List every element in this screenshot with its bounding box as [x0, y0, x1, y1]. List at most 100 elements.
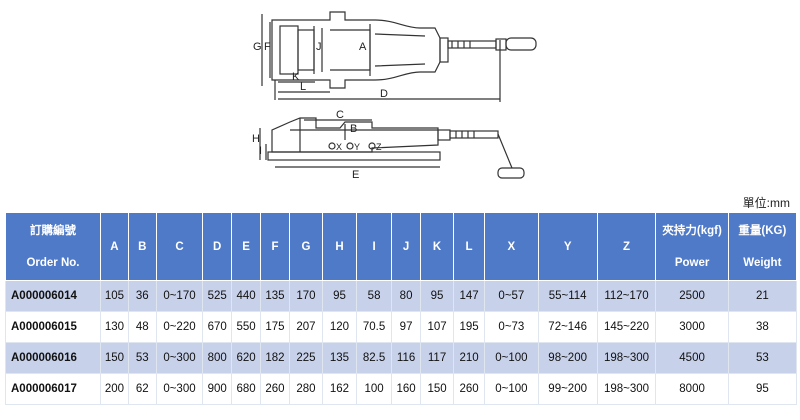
table-cell: 116: [391, 342, 422, 374]
table-cell: 680: [231, 373, 262, 405]
table-cell: 207: [288, 311, 323, 343]
table-cell: 260: [453, 373, 486, 405]
table-cell: 100: [356, 373, 393, 405]
header-dim-z: Z: [596, 212, 657, 281]
dim-label-i: I: [259, 145, 262, 157]
table-cell: 0~100: [484, 373, 539, 405]
table-cell: 95: [420, 280, 455, 312]
header-order-en: Order No.: [26, 256, 80, 269]
header-weight: 重量(KG) Weight: [727, 212, 798, 281]
header-power-zh: 夾持力(kgf): [662, 224, 722, 237]
dim-label-b: B: [350, 123, 357, 135]
table-cell: 198~300: [596, 373, 657, 405]
table-cell: 62: [127, 373, 157, 405]
dim-label-h: H: [252, 133, 260, 145]
header-power: 夾持力(kgf) Power: [655, 212, 729, 281]
header-dim-x: X: [484, 212, 539, 281]
table-cell: 3000: [655, 311, 729, 343]
dim-label-d: D: [380, 88, 388, 100]
dim-label-e: E: [352, 169, 359, 181]
table-cell: 170: [288, 280, 323, 312]
header-dim-j: J: [391, 212, 422, 281]
table-row: A000006016 150 53 0~300 800 620 182 225 …: [5, 342, 798, 374]
header-order-no: 訂購編號 Order No.: [5, 212, 101, 281]
header-dim-k: K: [420, 212, 455, 281]
table-cell: 550: [231, 311, 262, 343]
table-cell: 135: [260, 280, 290, 312]
table-cell: 72~146: [537, 311, 598, 343]
table-cell: 70.5: [356, 311, 393, 343]
header-dim-l: L: [453, 212, 486, 281]
dim-label-y: Y: [354, 142, 360, 152]
table-cell: 145~220: [596, 311, 657, 343]
table-cell: 135: [321, 342, 358, 374]
dim-label-a: A: [359, 41, 367, 53]
table-cell: 120: [321, 311, 358, 343]
table-cell: 182: [260, 342, 290, 374]
table-cell: 0~73: [484, 311, 539, 343]
table-cell: 112~170: [596, 280, 657, 312]
table-cell: 175: [260, 311, 290, 343]
table-cell: 150: [100, 342, 129, 374]
dim-label-f: F: [264, 41, 271, 53]
table-cell: 58: [356, 280, 393, 312]
table-cell: 117: [420, 342, 455, 374]
table-cell: 82.5: [356, 342, 393, 374]
table-row: A000006014 105 36 0~170 525 440 135 170 …: [5, 280, 798, 312]
table-cell: 80: [391, 280, 422, 312]
table-cell: 620: [231, 342, 262, 374]
vise-technical-drawing: G F J A K L D C B H I X Y Z E: [252, 11, 537, 181]
dim-label-l: L: [300, 81, 306, 93]
table-cell: 95: [321, 280, 358, 312]
table-cell: 0~300: [155, 342, 204, 374]
table-cell: 0~100: [484, 342, 539, 374]
table-cell: 95: [727, 373, 798, 405]
table-header-row: 訂購編號 Order No. A B C D E F G H I J K L X…: [5, 212, 798, 281]
table-cell: 210: [453, 342, 486, 374]
order-no-cell: A000006014: [5, 280, 101, 312]
table-cell: 21: [727, 280, 798, 312]
table-cell: 98~200: [537, 342, 598, 374]
order-no-cell: A000006016: [5, 342, 101, 374]
table-cell: 670: [202, 311, 233, 343]
table-cell: 0~57: [484, 280, 539, 312]
table-cell: 260: [260, 373, 290, 405]
dim-label-z: Z: [376, 142, 382, 152]
table-cell: 36: [127, 280, 157, 312]
table-cell: 147: [453, 280, 486, 312]
header-power-en: Power: [674, 256, 710, 269]
table-cell: 280: [288, 373, 323, 405]
table-cell: 107: [420, 311, 455, 343]
table-cell: 0~300: [155, 373, 204, 405]
table-row: A000006017 200 62 0~300 900 680 260 280 …: [5, 373, 798, 405]
table-cell: 2500: [655, 280, 729, 312]
table-cell: 525: [202, 280, 233, 312]
header-weight-en: Weight: [743, 256, 782, 269]
unit-label: 單位:mm: [742, 196, 790, 210]
header-dim-a: A: [100, 212, 129, 281]
header-dim-b: B: [127, 212, 157, 281]
dim-label-c: C: [336, 109, 344, 121]
table-cell: 900: [202, 373, 233, 405]
header-dim-i: I: [356, 212, 393, 281]
table-cell: 0~170: [155, 280, 204, 312]
table-cell: 162: [321, 373, 358, 405]
table-cell: 130: [100, 311, 129, 343]
header-dim-y: Y: [537, 212, 598, 281]
table-cell: 225: [288, 342, 323, 374]
table-cell: 800: [202, 342, 233, 374]
table-cell: 48: [127, 311, 157, 343]
table-cell: 38: [727, 311, 798, 343]
spec-table: 訂購編號 Order No. A B C D E F G H I J K L X…: [5, 212, 798, 405]
table-cell: 440: [231, 280, 262, 312]
header-order-zh: 訂購編號: [30, 224, 76, 237]
header-dim-g: G: [288, 212, 323, 281]
table-cell: 97: [391, 311, 422, 343]
table-cell: 195: [453, 311, 486, 343]
table-cell: 4500: [655, 342, 729, 374]
table-cell: 150: [420, 373, 455, 405]
table-cell: 200: [100, 373, 129, 405]
table-cell: 55~114: [537, 280, 598, 312]
table-cell: 160: [391, 373, 422, 405]
header-dim-e: E: [231, 212, 262, 281]
